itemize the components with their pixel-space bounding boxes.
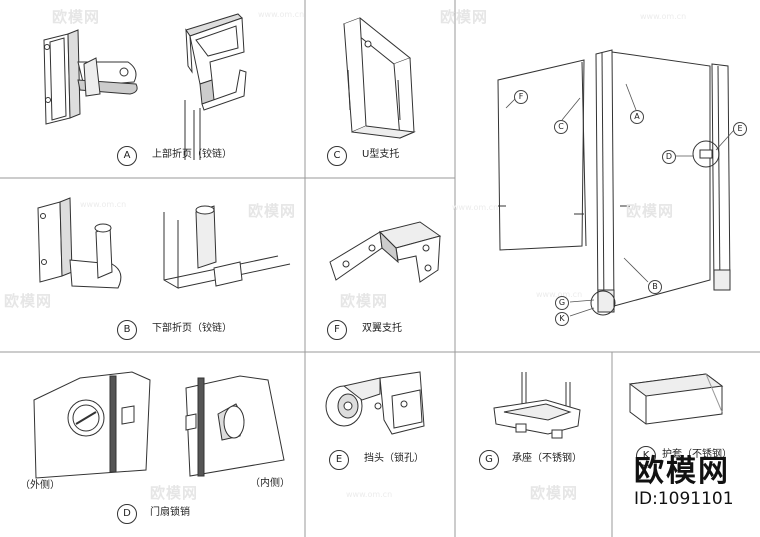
caption-u-bracket: U型支托	[362, 149, 400, 160]
watermark-url: www.om.cn	[80, 200, 127, 209]
brand-block: 欧模网 ID:1091101	[634, 454, 734, 510]
assembly-callout-g: G	[555, 296, 569, 310]
watermark-url: www.om.cn	[258, 10, 305, 19]
upper-hinge-drawing-left	[43, 29, 138, 125]
assembly-callout-k: K	[555, 312, 569, 326]
assembly-callout-c: C	[554, 120, 568, 134]
callout-b: B	[117, 320, 137, 340]
callout-g: G	[479, 450, 499, 470]
caption-inner-side: （内侧）	[250, 478, 290, 489]
watermark-logo: 欧模网	[626, 202, 675, 220]
assembly-callout-b: B	[648, 280, 662, 294]
watermark-logo: 欧模网	[4, 292, 53, 310]
upper-hinge-drawing-right	[184, 13, 247, 160]
partition-assembly-drawing	[497, 49, 731, 316]
door-lock-drawing-inner	[185, 375, 285, 477]
assembly-callout-f: F	[514, 90, 528, 104]
double-wing-bracket-drawing	[329, 221, 442, 283]
assembly-callout-e: E	[733, 122, 747, 136]
watermark-logo: 欧模网	[150, 484, 199, 502]
caption-outer-side: （外侧）	[20, 480, 60, 491]
caption-upper-hinge: 上部折页（铰链）	[152, 149, 232, 160]
callout-k: K	[636, 446, 656, 466]
watermark-url: www.om.cn	[640, 12, 687, 21]
caption-stop-head: 挡头（锁孔）	[364, 453, 424, 464]
watermark-url: www.om.cn	[452, 203, 499, 212]
sleeve-drawing	[628, 373, 724, 425]
assembly-callout-d: D	[662, 150, 676, 164]
model-id: ID:1091101	[634, 489, 734, 509]
watermark-logo: 欧模网	[440, 8, 489, 26]
caption-double-wing-bracket: 双翼支托	[362, 323, 402, 334]
caption-sleeve: 护套（不锈钢）	[662, 449, 732, 460]
callout-e: E	[329, 450, 349, 470]
door-lock-drawing-outer	[33, 371, 151, 479]
callout-f: F	[327, 320, 347, 340]
lower-hinge-drawing-left	[37, 197, 122, 289]
brand-name: 欧模网	[634, 454, 730, 489]
caption-door-lock: 门扇锁销	[150, 507, 190, 518]
callout-a: A	[117, 146, 137, 166]
watermark-url: www.om.cn	[346, 490, 393, 499]
callout-c: C	[327, 146, 347, 166]
watermark-logo: 欧模网	[248, 202, 297, 220]
u-bracket-drawing	[343, 17, 416, 139]
caption-seat: 承座（不锈钢）	[512, 453, 582, 464]
leader-lines	[505, 83, 735, 317]
seat-drawing	[493, 372, 581, 439]
lower-hinge-drawing-right	[163, 205, 291, 289]
assembly-callout-a: A	[630, 110, 644, 124]
callout-d: D	[117, 504, 137, 524]
stop-head-drawing	[325, 371, 425, 435]
watermark-logo: 欧模网	[530, 484, 579, 502]
watermark-logo: 欧模网	[340, 292, 389, 310]
watermark-logo: 欧模网	[52, 8, 101, 26]
watermark-url: www.om.cn	[536, 290, 583, 299]
caption-lower-hinge: 下部折页（铰链）	[152, 323, 232, 334]
